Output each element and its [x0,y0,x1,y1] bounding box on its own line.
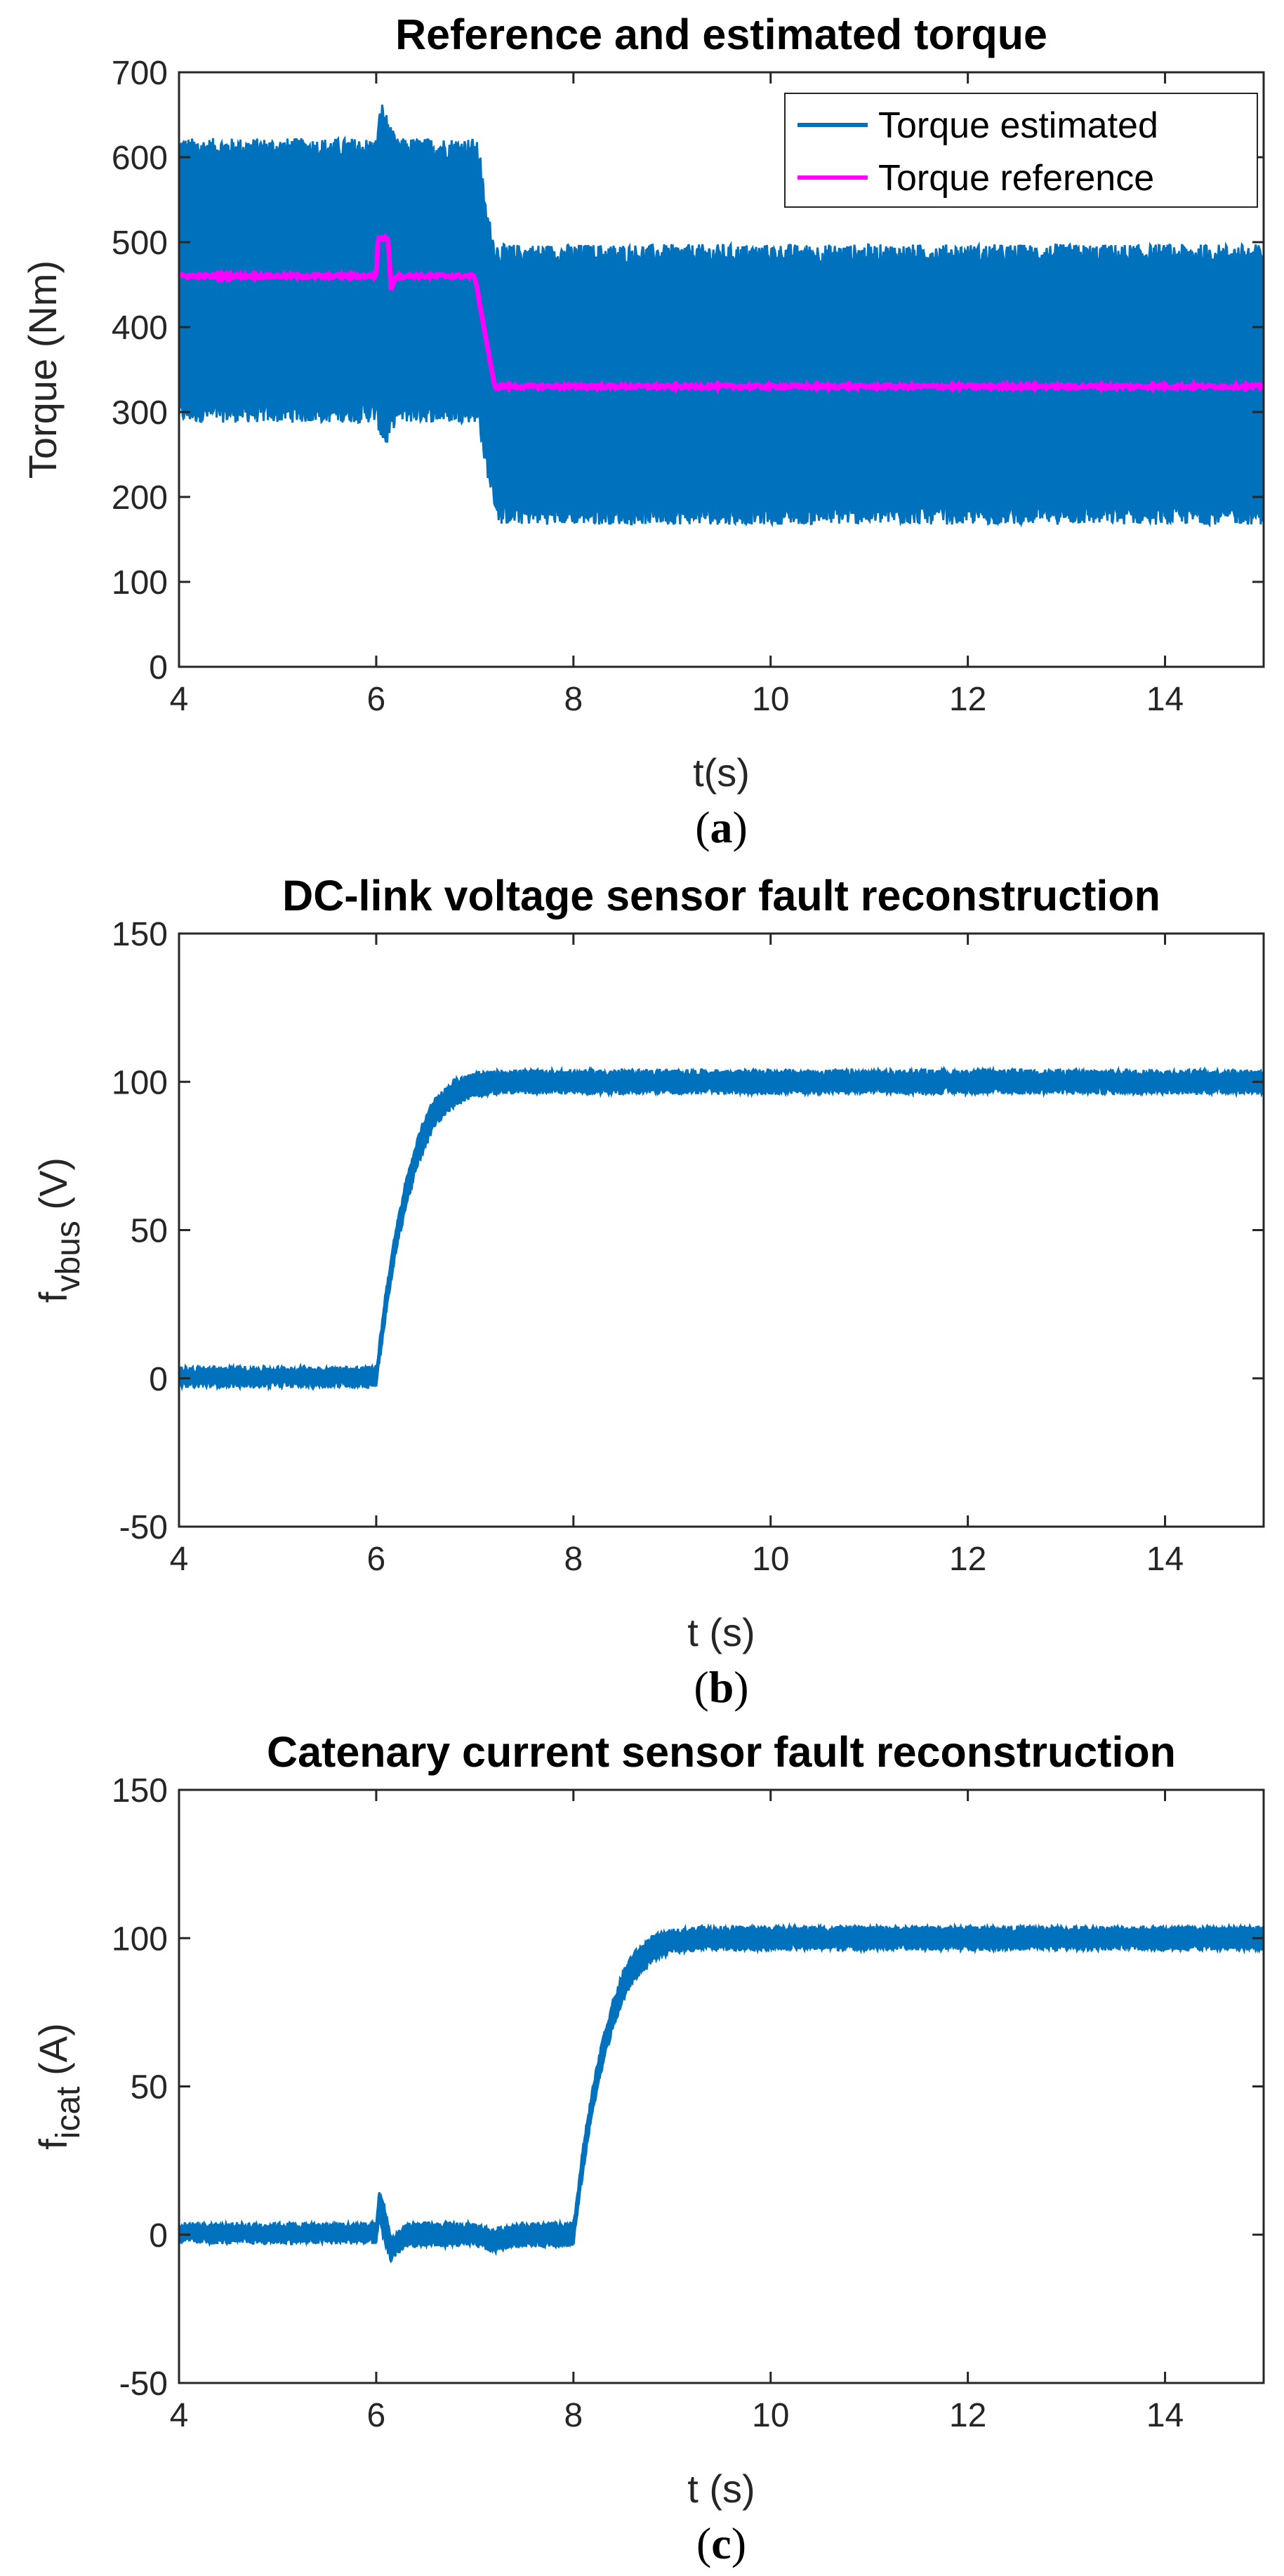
panel-caption-letter: b [709,1662,734,1712]
y-axis-label-unit: (V) [31,1157,75,1221]
y-axis-label-base: f [31,2139,75,2150]
x-tick-label: 4 [170,1541,189,1578]
panel-caption-letter: a [710,802,733,852]
x-tick-label: 6 [367,681,386,718]
plot-content [179,1065,1264,1392]
chart-title: Reference and estimated torque [395,11,1047,58]
x-tick-label: 8 [564,1541,583,1578]
plot-area [179,1790,1264,2383]
y-tick-label: 0 [149,649,168,686]
panel-caption: (b) [694,1662,748,1712]
x-tick-label: 4 [170,2397,189,2434]
chart-panel-c: 4 6 8 10 12 14 -50 0 50 100 150 Catenary current se… [31,1728,1265,2568]
y-tick-label: 150 [112,1772,168,1810]
chart-title: DC-link voltage sensor fault reconstruct… [282,872,1160,919]
x-axis-label: t (s) [687,1610,755,1654]
legend-label: Torque estimated [878,105,1158,146]
y-tick-label: 50 [131,1213,168,1250]
x-tick-label: 8 [564,2397,583,2434]
x-tick-label: 10 [752,681,789,718]
x-tick-label: 14 [1146,1541,1184,1578]
x-tick-label: 14 [1146,681,1184,718]
axes-box [178,71,1265,668]
y-tick-label: 0 [149,2217,168,2255]
panel-caption: (a) [695,802,748,852]
y-axis-label-subscript: vbus [50,1221,87,1292]
plot-content [179,105,1264,528]
x-tick-label: 4 [170,681,189,718]
x-tick-label: 14 [1146,2397,1184,2434]
y-axis-label-subscript: icat [50,2086,87,2139]
chart-panel-b: 4 6 8 10 12 14 -50 0 50 100 150 DC-link voltage sen… [31,872,1265,1712]
y-tick-label: 700 [112,55,168,92]
chart-panel-a: 4 6 8 10 12 14 0 100 200 300 400 500 600 700 Reference… [20,11,1265,852]
y-tick-label: 0 [149,1361,168,1398]
y-tick-label: 200 [112,479,168,517]
y-tick-label: 500 [112,225,168,262]
y-tick-label: 150 [112,916,168,953]
y-tick-label: 100 [112,1064,168,1101]
series-torque-reference-line [179,232,1264,395]
series-fault-reconstruction-band [179,1922,1264,2264]
series-fault-reconstruction-band [179,1065,1264,1392]
chart-title: Catenary current sensor fault reconstruc… [267,1728,1176,1776]
y-axis-label: ficat (A) [31,2023,87,2149]
x-tick-label: 12 [949,2397,986,2434]
y-tick-label: 100 [112,1920,168,1958]
legend-box [784,93,1258,208]
plot-content [179,1922,1264,2264]
x-axis-label: t(s) [693,750,750,795]
panel-caption: (c) [696,2518,746,2568]
y-tick-label: 100 [112,564,168,602]
y-axis-label-unit: (A) [31,2023,75,2086]
y-tick-label: -50 [119,1509,168,1546]
y-axis-label: fvbus (V) [31,1157,87,1303]
legend-label: Torque reference [878,158,1154,199]
x-tick-label: 10 [752,2397,789,2434]
y-tick-label: 300 [112,394,168,432]
panel-caption-letter: c [711,2518,731,2568]
x-tick-label: 6 [367,1541,386,1578]
y-tick-label: 400 [112,310,168,347]
x-tick-label: 12 [949,1541,986,1578]
plot-area [179,934,1264,1527]
y-tick-label: 600 [112,140,168,177]
x-tick-label: 10 [752,1541,789,1578]
y-tick-label: 50 [131,2069,168,2106]
series-torque-estimated-band [179,105,1264,528]
x-axis-label: t (s) [687,2467,755,2511]
y-axis-label: Torque (Nm) [20,260,65,479]
x-tick-label: 12 [949,681,986,718]
x-tick-label: 8 [564,681,583,718]
x-tick-label: 6 [367,2397,386,2434]
y-axis-label-base: f [31,1292,75,1303]
y-tick-label: -50 [119,2365,168,2403]
